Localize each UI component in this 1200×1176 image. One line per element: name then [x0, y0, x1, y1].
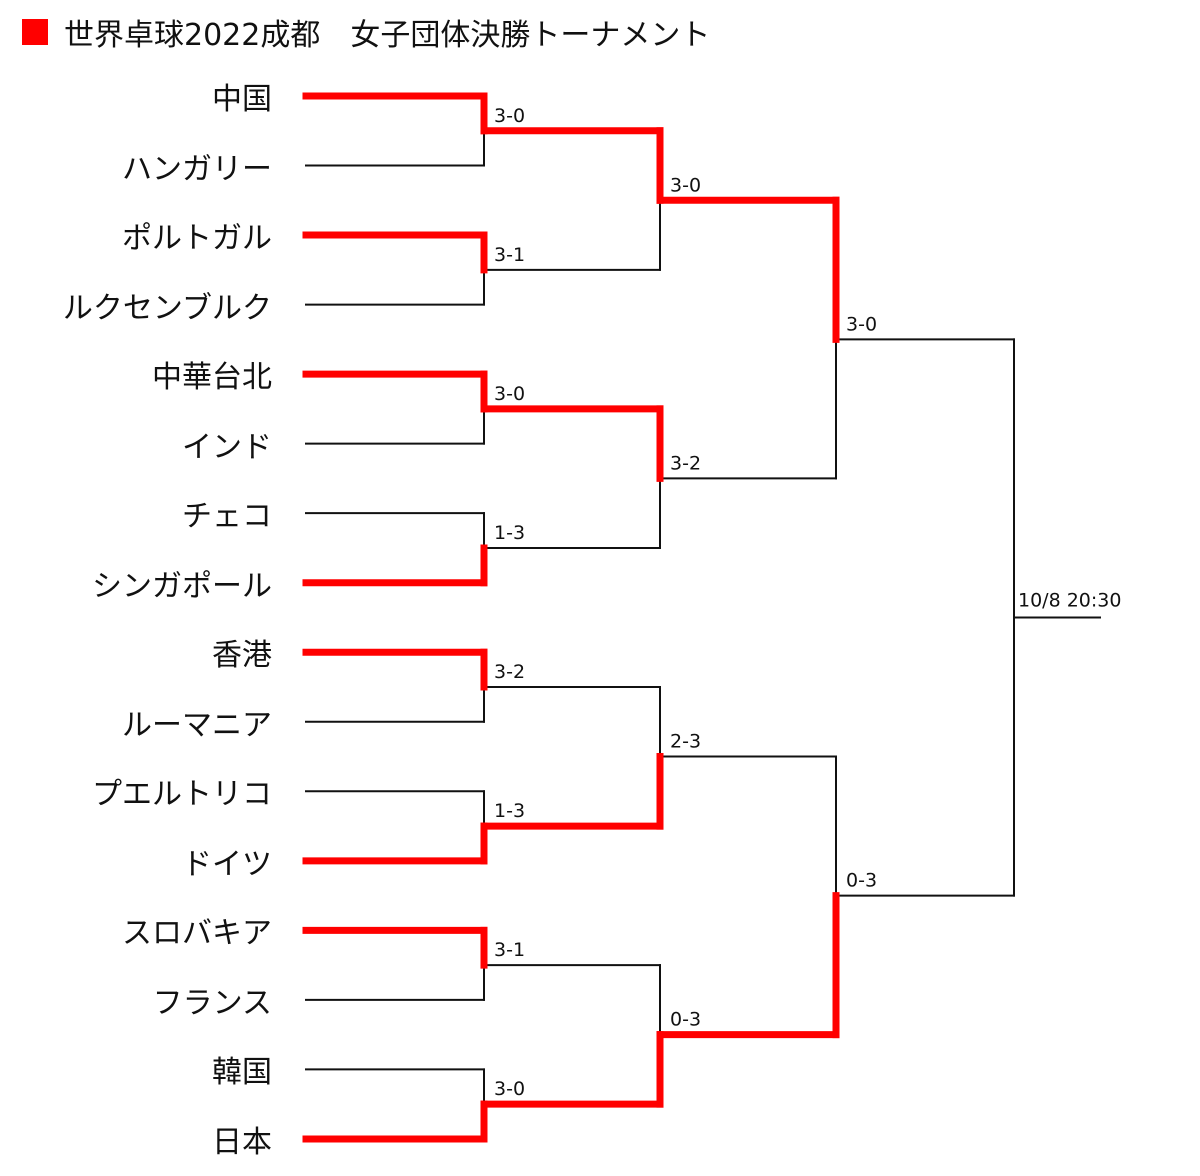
team-name: 韓国: [212, 1055, 272, 1091]
team-name: ハンガリー: [122, 151, 272, 187]
team-name: ルクセンブルク: [62, 290, 272, 326]
team-name: フランス: [152, 985, 272, 1021]
match-score: 0-3: [670, 1009, 701, 1031]
team-name: チェコ: [182, 499, 272, 535]
match-score: 3-0: [494, 1078, 525, 1100]
team-name: 中国: [212, 82, 272, 117]
match-score: 3-0: [494, 383, 525, 405]
team-name: 香港: [212, 638, 272, 674]
match-score: 3-0: [494, 105, 525, 127]
team-name: プエルトリコ: [92, 777, 272, 813]
team-name: 日本: [212, 1124, 272, 1160]
team-name: ドイツ: [182, 846, 272, 882]
final-schedule: 10/8 20:30: [1018, 589, 1121, 611]
match-score: 0-3: [846, 870, 877, 892]
match-score: 1-3: [494, 522, 525, 544]
team-name: 中華台北: [152, 360, 272, 396]
title-marker-icon: [22, 19, 48, 45]
team-name: ポルトガル: [122, 221, 272, 257]
match-score: 3-2: [494, 661, 525, 683]
title-text: 世界卓球2022成都 女子団体決勝トーナメント: [64, 18, 711, 53]
match-score: 3-2: [670, 452, 701, 474]
match-score: 3-0: [846, 313, 877, 335]
team-name: スロバキア: [122, 916, 272, 952]
match-score: 1-3: [494, 800, 525, 822]
team-name: シンガポール: [92, 568, 272, 604]
match-score: 3-0: [670, 174, 701, 196]
match-score: 3-1: [494, 244, 525, 266]
team-name: ルーマニア: [122, 707, 272, 743]
match-score: 3-1: [494, 939, 525, 961]
team-name: インド: [182, 429, 272, 465]
match-score: 2-3: [670, 731, 701, 753]
page-title: 世界卓球2022成都 女子団体決勝トーナメント: [22, 10, 710, 54]
